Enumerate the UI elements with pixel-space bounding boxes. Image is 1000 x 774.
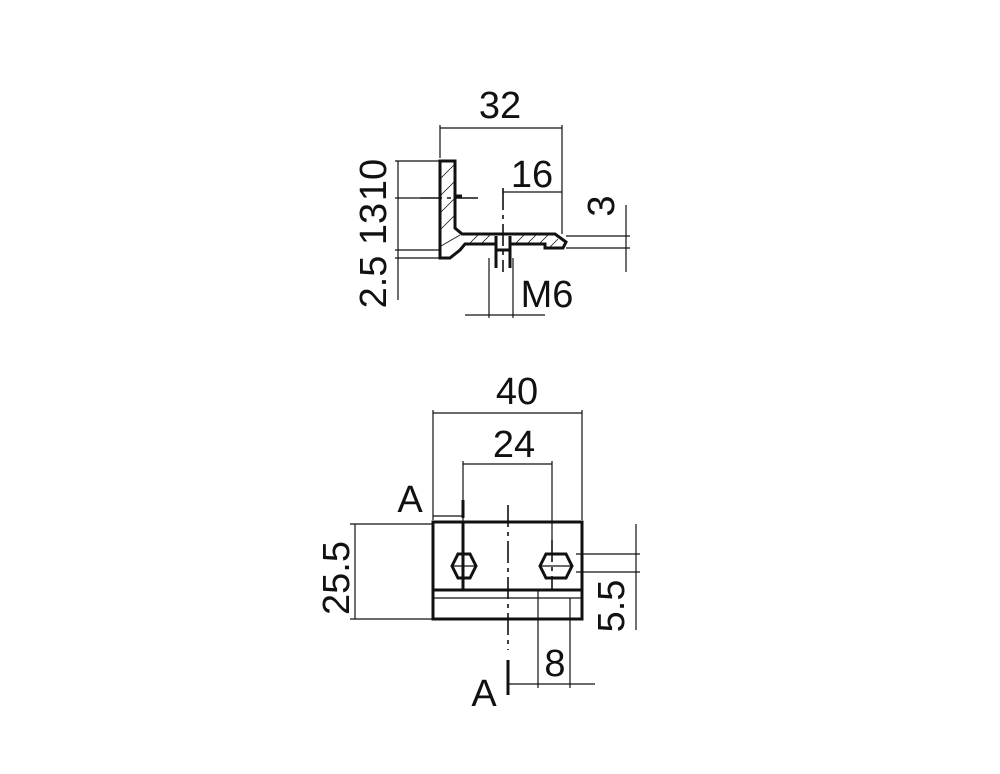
dim-label-40: 40 [496,371,538,413]
dim-label-25-5: 25.5 [316,541,358,615]
dim-label-8: 8 [544,643,565,685]
dim-label-13: 13 [353,203,395,245]
front-view: 40 24 25.5 5.5 8 A A [316,371,640,715]
dim-label-2-5: 2.5 [353,256,395,309]
top-view: 32 16 10 13 2.5 3 M6 [353,85,630,318]
dim-label-16: 16 [511,154,553,196]
section-label-bottom: A [471,673,497,715]
section-label-top: A [397,479,423,521]
dim-label-3: 3 [581,195,623,216]
dim-label-m6: M6 [521,274,574,316]
profile-outline [438,159,568,260]
dim-label-32: 32 [479,85,521,127]
dim-label-24: 24 [493,424,535,466]
dim-label-10: 10 [353,159,395,201]
profile-hatching [440,164,559,248]
dim-label-5-5: 5.5 [591,580,633,633]
